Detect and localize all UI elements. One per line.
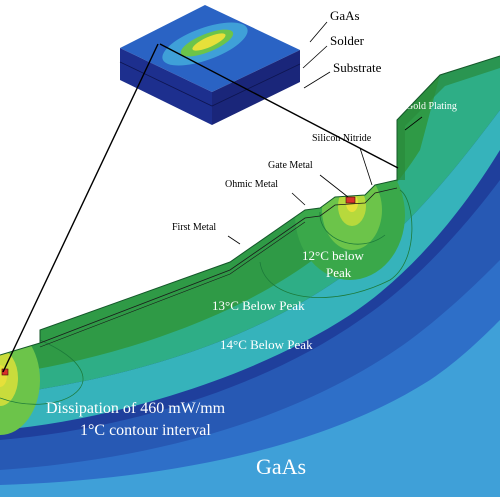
label-gate-metal: Gate Metal [268, 160, 313, 171]
label-first-metal: First Metal [172, 222, 217, 233]
left-edge-mark [1, 368, 9, 376]
dissipation-note: Dissipation of 460 mW/mm [46, 400, 226, 417]
label-gold-plating: Gold Plating [406, 101, 457, 112]
material-label-gaas: GaAs [256, 454, 307, 479]
contour-label-13: 13°C Below Peak [212, 298, 305, 313]
gold-plating-layer [397, 56, 500, 180]
chip-cross-section [0, 55, 500, 497]
contour-band-light-blue [0, 320, 500, 497]
die-left-face [120, 48, 212, 125]
die-top-glow-3 [192, 33, 226, 51]
surface-outline [0, 55, 500, 356]
label-substrate: Substrate [333, 60, 382, 75]
contour-interval-note: 1°C contour interval [80, 422, 211, 439]
contour-label-12-line1: 12°C below [302, 248, 364, 263]
label-silicon-nitride: Silicon Nitride [312, 133, 372, 144]
label-gaas-inset: GaAs [330, 8, 360, 23]
inset-die [119, 5, 301, 125]
gate-metal-mark [345, 196, 356, 204]
contour-label-14: 14°C Below Peak [220, 337, 313, 352]
metal-line-2 [39, 221, 306, 348]
label-ohmic-metal: Ohmic Metal [225, 179, 279, 190]
label-solder: Solder [330, 33, 364, 48]
zoom-line-left [2, 43, 159, 373]
contour-label-12-line2: Peak [326, 265, 352, 280]
metal-line-1 [39, 187, 398, 344]
die-right-face [212, 50, 300, 125]
left-hotspot-outer [0, 325, 40, 435]
left-hotspot-inner [0, 350, 18, 406]
zoom-line-right [159, 43, 399, 169]
